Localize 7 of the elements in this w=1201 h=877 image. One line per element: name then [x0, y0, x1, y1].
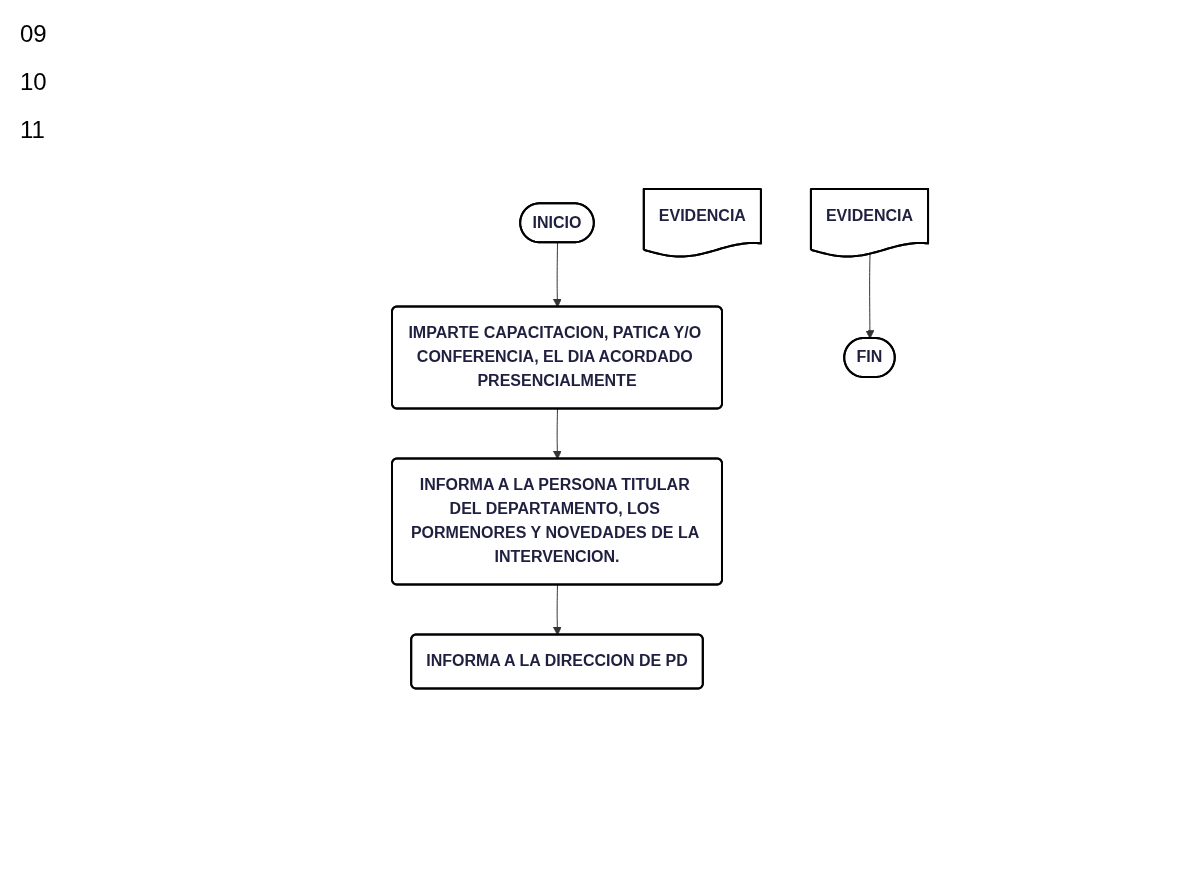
step-number: 10	[20, 68, 48, 96]
step-number: 11	[20, 116, 46, 144]
arrow	[866, 253, 875, 339]
arrow	[553, 242, 563, 308]
step-number: 09	[20, 20, 48, 48]
arrow	[553, 584, 563, 636]
arrow	[553, 408, 563, 460]
